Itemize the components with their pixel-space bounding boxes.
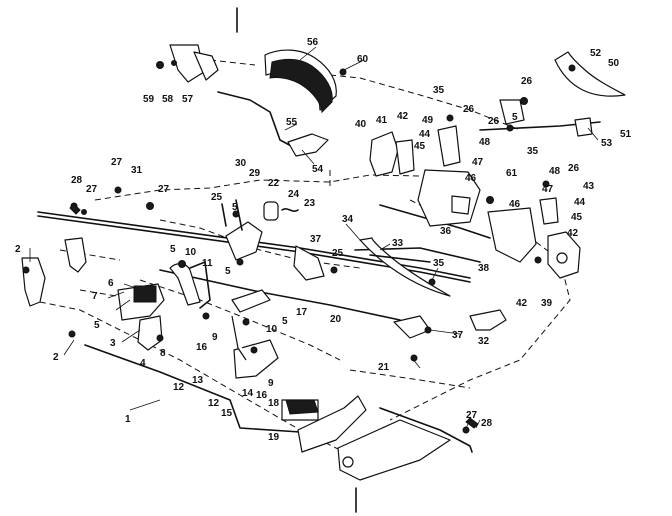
callout-3: 3 [110,338,116,349]
callout-52: 52 [590,48,602,59]
callout-59: 59 [143,94,155,105]
callout-55: 55 [286,117,298,128]
callout-33: 33 [392,238,404,249]
callout-12: 12 [208,398,220,409]
callout-41: 41 [376,115,388,126]
callout-42: 42 [516,298,528,309]
callout-7: 7 [92,291,98,302]
callout-5: 5 [232,202,238,213]
callout-53: 53 [601,138,613,149]
callout-8: 8 [160,348,166,359]
callout-56: 56 [307,37,319,48]
callout-51: 51 [620,129,632,140]
callout-42: 42 [397,111,409,122]
callout-5: 5 [170,244,176,255]
callout-15: 15 [221,408,233,419]
levers-and-brackets [21,44,593,481]
callout-48: 48 [549,166,561,177]
callout-35: 35 [433,258,445,269]
callout-45: 45 [571,212,583,223]
callout-29: 29 [249,168,261,179]
callout-46: 46 [465,173,477,184]
curved-bracket [554,51,626,97]
callout-49: 49 [422,115,434,126]
callout-labels: 1 2 2 3 4 5 5 5 5 5 5 6 7 8 9 9 10 10 11… [15,37,632,443]
callout-18: 18 [268,398,280,409]
callout-36: 36 [440,226,452,237]
callout-50: 50 [608,58,620,69]
callout-10: 10 [266,324,278,335]
callout-26: 26 [488,116,500,127]
callout-10: 10 [185,247,197,258]
callout-54: 54 [312,164,324,175]
callout-16: 16 [196,342,208,353]
callout-2: 2 [15,244,21,255]
callout-35: 35 [527,146,539,157]
callout-28: 28 [481,418,493,429]
callout-27: 27 [86,184,98,195]
callout-45: 45 [414,141,426,152]
fasteners [22,60,576,434]
callout-27: 27 [111,157,123,168]
callout-44: 44 [574,197,586,208]
curved-guard [264,49,337,114]
callout-47: 47 [542,184,554,195]
leader-lines [29,46,599,429]
callout-9: 9 [268,378,274,389]
callout-26: 26 [463,104,475,115]
callout-6: 6 [108,278,114,289]
callout-37: 37 [310,234,322,245]
callout-16: 16 [256,390,268,401]
callout-37: 37 [452,330,464,341]
callout-60: 60 [357,54,369,65]
callout-17: 17 [296,307,308,318]
callout-21: 21 [378,362,390,373]
callout-28: 28 [71,175,83,186]
callout-61: 61 [506,168,518,179]
callout-25: 25 [332,248,344,259]
callout-40: 40 [355,119,367,130]
callout-31: 31 [131,165,143,176]
callout-30: 30 [235,158,247,169]
callout-22: 22 [268,178,280,189]
callout-5: 5 [512,112,518,123]
callout-42: 42 [567,228,579,239]
callout-9: 9 [212,332,218,343]
callout-2: 2 [53,352,59,363]
callout-35: 35 [433,85,445,96]
callout-13: 13 [192,375,204,386]
callout-5: 5 [94,320,100,331]
callout-32: 32 [478,336,490,347]
callout-23: 23 [304,198,316,209]
callout-34: 34 [342,214,354,225]
callout-57: 57 [182,94,194,105]
callout-5: 5 [282,316,288,327]
callout-25: 25 [211,192,223,203]
callout-26: 26 [521,76,533,87]
callout-11: 11 [202,258,213,269]
callout-48: 48 [479,137,491,148]
callout-12: 12 [173,382,185,393]
callout-47: 47 [472,157,484,168]
callout-27: 27 [466,410,478,421]
callout-5: 5 [225,266,231,277]
callout-26: 26 [568,163,580,174]
callout-27: 27 [158,184,170,195]
leaf-spring [359,237,451,297]
callout-39: 39 [541,298,553,309]
callout-24: 24 [288,189,300,200]
callout-58: 58 [162,94,174,105]
callout-44: 44 [419,129,431,140]
callout-43: 43 [583,181,595,192]
callout-4: 4 [140,358,146,369]
callout-20: 20 [330,314,342,325]
callout-19: 19 [268,432,280,443]
spring-link [369,254,431,263]
callout-46: 46 [509,199,521,210]
callout-14: 14 [242,388,254,399]
callout-38: 38 [478,263,490,274]
callout-1: 1 [125,414,131,425]
